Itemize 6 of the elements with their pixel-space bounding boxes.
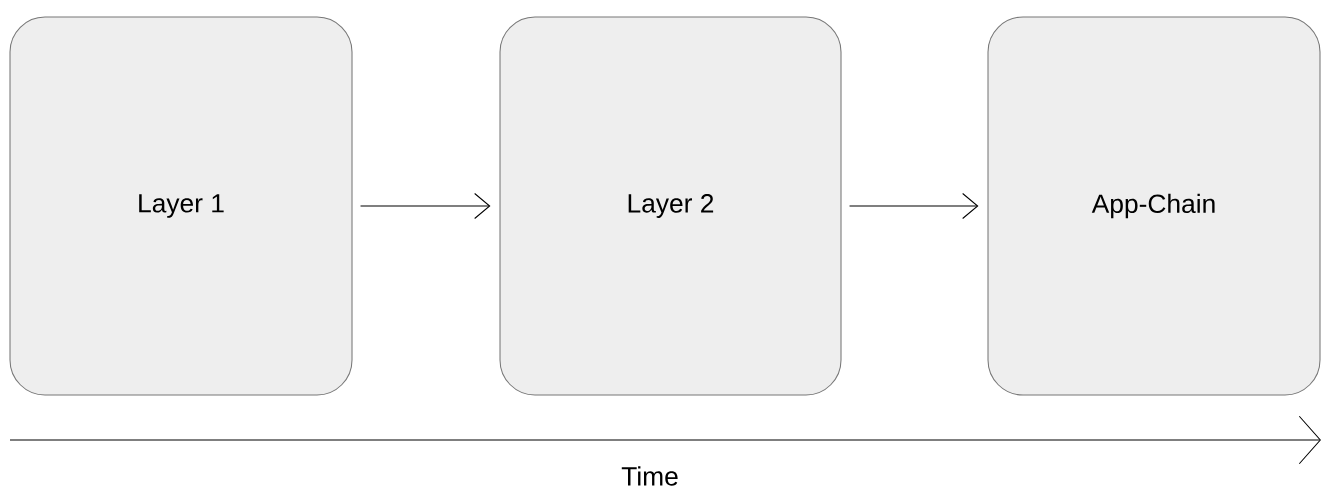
- arrow: [849, 192, 979, 220]
- process-box: Layer 1: [9, 16, 353, 396]
- process-box: Layer 2: [499, 16, 842, 396]
- axis-label: Time: [621, 466, 678, 486]
- process-box: App-Chain: [987, 16, 1321, 396]
- arrow: [360, 192, 491, 220]
